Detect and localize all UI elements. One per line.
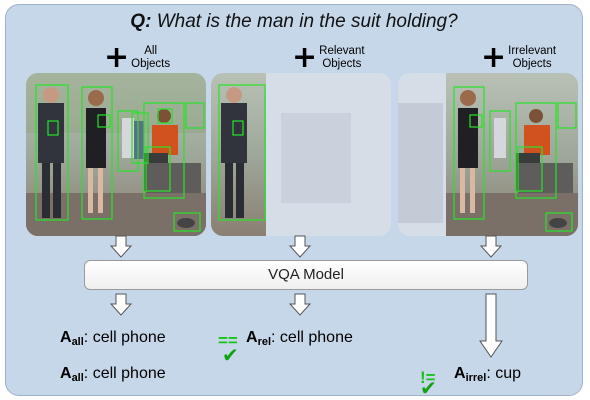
answer-irrelevant: Airrel: cup: [454, 365, 521, 384]
header-line2: Objects: [131, 58, 171, 70]
question-body: What is the man in the suit holding?: [156, 11, 458, 32]
scene-image-irrelevant-objects: [398, 73, 578, 236]
answer-subscript: rel: [257, 336, 272, 348]
answer-subscript: all: [71, 336, 84, 348]
header-line1: Irrelevant: [508, 45, 557, 57]
arrow-down-icon: [110, 235, 132, 258]
check-icon: ✔: [420, 376, 437, 396]
header-line1: All: [144, 45, 158, 57]
check-icon: ✔: [222, 343, 239, 367]
answer-symbol: A: [60, 365, 72, 382]
header-line1: Relevant: [319, 45, 365, 57]
header-line2: Objects: [322, 58, 362, 70]
figure-panel: Q: What is the man in the suit holding? …: [5, 4, 583, 396]
question-text: Q: What is the man in the suit holding?: [6, 11, 582, 33]
vqa-model-box: VQA Model: [84, 260, 528, 290]
answer-all-bottom: Aall: cell phone: [60, 365, 166, 384]
answer-value: : cell phone: [83, 329, 166, 346]
not-equal-sign: !=: [420, 368, 436, 387]
header-line2: Objects: [512, 58, 552, 70]
answer-value: : cell phone: [83, 365, 166, 382]
scene-image-all-objects: [26, 73, 206, 236]
answer-subscript: irrel: [465, 372, 487, 384]
arrow-down-icon: [110, 293, 132, 316]
answer-symbol: A: [246, 329, 258, 346]
answer-value: : cell phone: [271, 329, 353, 346]
answer-symbol: A: [60, 329, 72, 346]
equal-sign: ==: [218, 331, 238, 350]
answer-all-top: Aall: cell phone: [60, 329, 166, 348]
question-prefix: Q:: [130, 11, 152, 32]
arrow-down-icon: [289, 293, 311, 316]
scene-image-relevant-objects: [211, 73, 391, 236]
plus-icon: +: [104, 40, 130, 75]
plus-icon: +: [292, 40, 318, 75]
arrow-down-icon: [480, 235, 502, 258]
answer-symbol: A: [454, 365, 466, 382]
arrow-down-icon: [289, 235, 311, 258]
answer-subscript: all: [71, 372, 84, 384]
answer-value: : cup: [486, 365, 522, 382]
long-arrow-down-icon: [479, 293, 503, 358]
plus-icon: +: [481, 40, 507, 75]
answer-relevant: Arel: cell phone: [246, 329, 353, 348]
